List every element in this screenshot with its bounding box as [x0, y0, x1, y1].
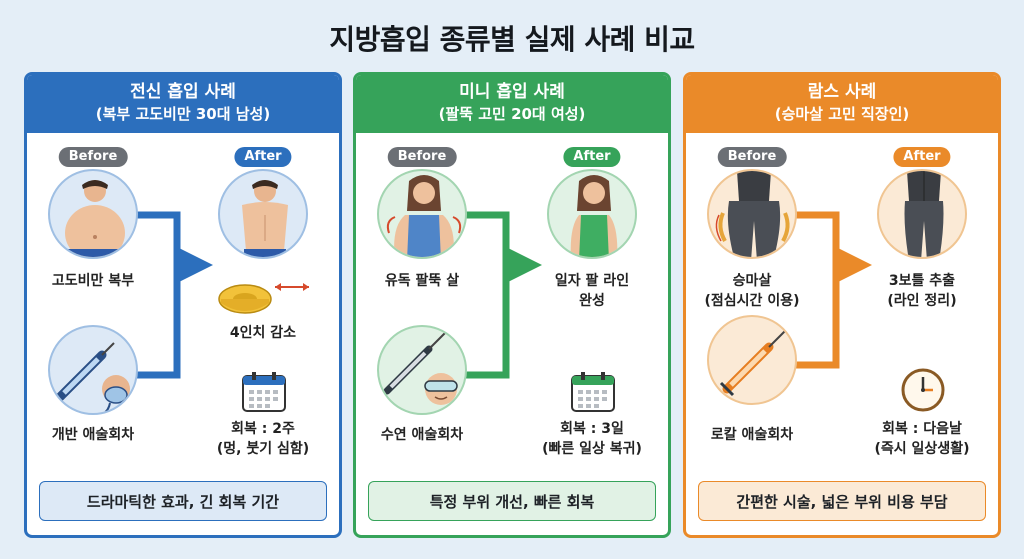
syringe-icon: [55, 342, 115, 402]
after-badge: After: [893, 147, 951, 167]
syringe-icon: [383, 332, 446, 395]
panel-header: 미니 흡입 사례 (팔뚝 고민 20대 여성): [356, 75, 668, 133]
panel-title: 전신 흡입 사례: [130, 82, 236, 102]
panel-lambs: 람스 사례 (승마살 고민 직장인) Before After 승마살 (점심시…: [683, 72, 1001, 538]
panel-header: 람스 사례 (승마살 고민 직장인): [686, 75, 998, 133]
calendar-icon: [571, 372, 615, 412]
before-badge: Before: [58, 147, 128, 167]
arm-after-icon: [547, 169, 637, 259]
panel-title: 미니 흡입 사례: [459, 82, 565, 102]
recovery-line1: 회복 : 다음날: [882, 421, 962, 437]
after-label-line2: 완성: [579, 293, 605, 309]
after-badge: After: [234, 147, 292, 167]
recovery-line1: 회복 : 2주: [231, 421, 295, 437]
panel-mini-liposuction: 미니 흡입 사례 (팔뚝 고민 20대 여성) Before After 유독 …: [353, 72, 671, 538]
recovery-line2: (빠른 일상 복귀): [542, 441, 642, 457]
before-badge: Before: [387, 147, 457, 167]
panel-full-liposuction: 전신 흡입 사례 (복부 고도비만 30대 남성) Before After 고…: [24, 72, 342, 538]
panel-subtitle: (승마살 고민 직장인): [774, 105, 910, 123]
tape-measure-icon: [218, 283, 309, 314]
abdomen-before-icon: [48, 169, 138, 259]
before-label: 고도비만 복부: [51, 273, 135, 289]
summary-box: 특정 부위 개선, 빠른 회복: [368, 481, 656, 521]
recovery-line1: 회복 : 3일: [560, 421, 624, 437]
arm-before-icon: [377, 169, 467, 259]
abdomen-after-icon: [218, 169, 308, 259]
page-title: 지방흡입 종류별 실제 사례 비교: [329, 23, 695, 56]
panel-subtitle: (복부 고도비만 30대 남성): [95, 105, 271, 123]
calendar-icon: [242, 372, 286, 412]
anesthesia-circle: [377, 325, 467, 415]
after-label-line2: (라인 정리): [887, 293, 957, 309]
summary-box: 드라마틱한 효과, 긴 회복 기간: [39, 481, 327, 521]
before-label-line1: 승마살: [732, 273, 772, 289]
before-label-line2: (점심시간 이용): [704, 293, 800, 309]
panel-title: 람스 사례: [807, 82, 877, 102]
after-label: 4인치 감소: [229, 325, 297, 341]
sleep-mask-icon: [424, 373, 458, 405]
thigh-before-icon: [707, 169, 797, 259]
clock-icon: [901, 368, 945, 412]
recovery-line2: (멍, 붓기 심함): [216, 441, 310, 457]
anesthesia-label: 로칼 애술회차: [710, 427, 794, 443]
panel-header: 전신 흡입 사례 (복부 고도비만 30대 남성): [27, 75, 339, 133]
flow-connector: [796, 211, 872, 369]
thigh-after-icon: [877, 169, 967, 259]
recovery-line2: (즉시 일상생활): [874, 441, 970, 457]
syringe-icon: [719, 330, 786, 397]
after-label-line1: 3보틀 추출: [888, 273, 956, 289]
summary-box: 간편한 시술, 넓은 부위 비용 부담: [698, 481, 986, 521]
anesthesia-label: 개반 애술회차: [51, 427, 135, 443]
flow-connector: [137, 211, 213, 379]
after-badge: After: [563, 147, 621, 167]
oxygen-mask-icon: [102, 375, 130, 413]
before-label: 유독 팔뚝 살: [384, 273, 460, 289]
anesthesia-circle: [48, 325, 138, 415]
anesthesia-circle: [707, 315, 797, 405]
flow-connector: [466, 211, 542, 379]
before-badge: Before: [717, 147, 787, 167]
after-label-line1: 일자 팔 라인: [554, 273, 630, 289]
anesthesia-label: 수연 애술회차: [380, 427, 464, 443]
panel-subtitle: (팔뚝 고민 20대 여성): [438, 105, 586, 123]
